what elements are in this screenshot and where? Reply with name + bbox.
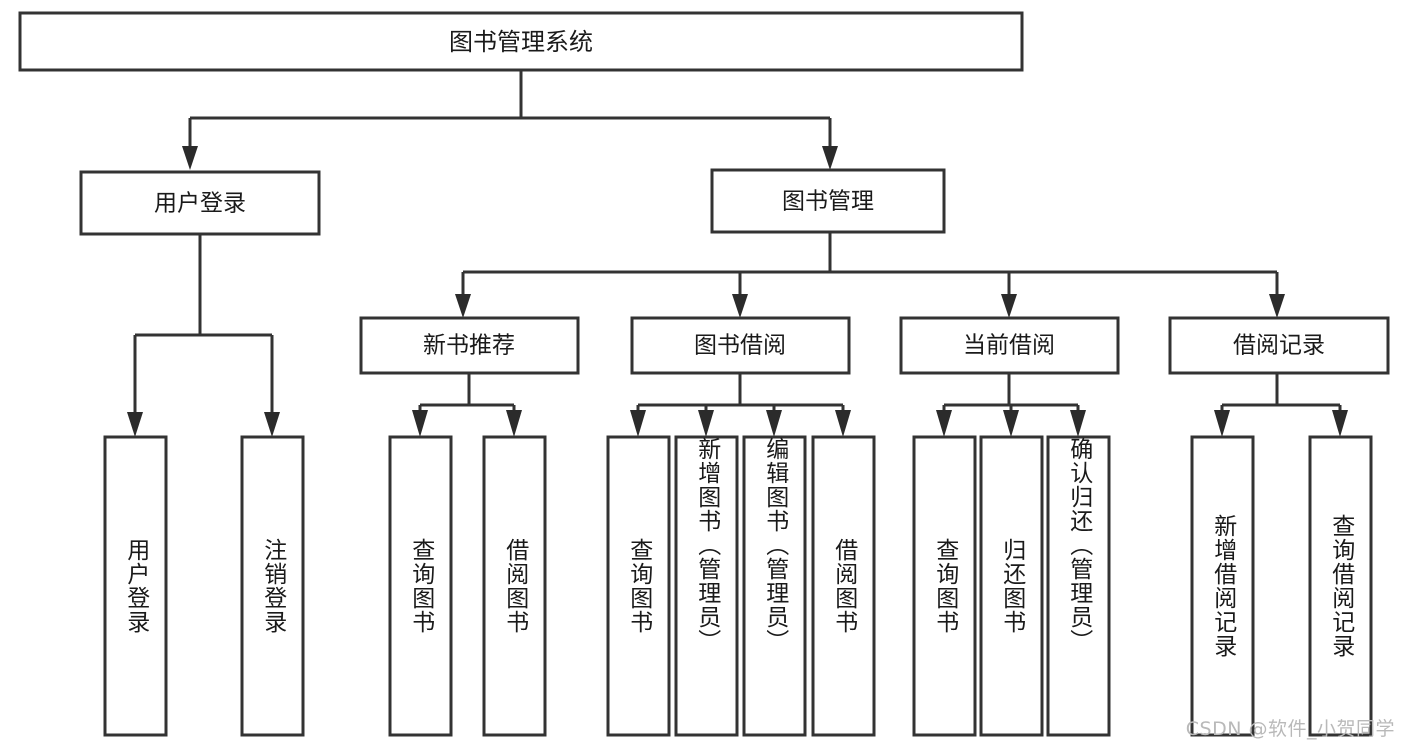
arrow-book-to-n2 xyxy=(732,294,748,318)
arrow-user-leaf2 xyxy=(264,412,280,437)
watermark-label: CSDN @软件_小贺同学 xyxy=(1185,718,1395,740)
leaf-box-br-query-record[interactable] xyxy=(1308,435,1373,737)
node-current-borrow-box[interactable] xyxy=(899,316,1120,375)
arrow-borrow-l1 xyxy=(630,410,646,437)
arrow-current-l2 xyxy=(1003,410,1019,437)
leaf-box-nb-borrow-book[interactable] xyxy=(482,435,547,737)
arrow-record-l1 xyxy=(1214,410,1230,437)
leaf-box-bb-query-book[interactable] xyxy=(606,435,671,737)
arrow-newbook-l1 xyxy=(412,410,428,437)
leaf-box-bb-add-book[interactable] xyxy=(674,435,739,737)
arrow-current-l1 xyxy=(936,410,952,437)
arrow-book-to-n1 xyxy=(455,294,471,318)
node-book-borrow-label: 图书借阅 xyxy=(694,333,786,359)
node-current-borrow-label: 当前借阅 xyxy=(963,333,1055,359)
leaf-box-bb-borrow-book[interactable] xyxy=(811,435,876,737)
leaf-box-cb-query-book[interactable] xyxy=(912,435,977,737)
arrow-newbook-l2 xyxy=(506,410,522,437)
arrow-current-l3 xyxy=(1070,410,1086,437)
leaf-box-br-add-record[interactable] xyxy=(1190,435,1255,737)
connector-group-current-borrow xyxy=(936,373,1086,437)
arrow-book-to-n3 xyxy=(1001,294,1017,318)
connector-group-root xyxy=(182,70,838,170)
node-root-box[interactable] xyxy=(18,11,1024,72)
node-root-label: 图书管理系统 xyxy=(449,28,593,56)
connector-group-borrow-record xyxy=(1214,373,1348,437)
arrow-borrow-l4 xyxy=(835,410,851,437)
connector-group-user-login xyxy=(127,234,280,437)
arrow-root-to-user xyxy=(182,146,198,170)
node-new-book-box[interactable] xyxy=(359,316,580,375)
arrow-user-leaf1 xyxy=(127,412,143,437)
connector-group-new-book xyxy=(412,373,522,437)
arrow-book-to-n4 xyxy=(1269,294,1285,318)
leaf-box-user-login[interactable] xyxy=(103,435,168,737)
node-book-borrow-box[interactable] xyxy=(630,316,851,375)
arrow-root-to-book xyxy=(822,146,838,170)
arrow-record-l2 xyxy=(1332,410,1348,437)
arrow-borrow-l2 xyxy=(698,410,714,437)
connector-group-book-borrow xyxy=(630,373,851,437)
node-user-login-box[interactable] xyxy=(79,170,321,236)
node-book-manage-label: 图书管理 xyxy=(782,189,874,215)
leaf-box-cb-return-book[interactable] xyxy=(979,435,1044,737)
leaf-box-cb-confirm-return[interactable] xyxy=(1046,435,1111,737)
connector-group-book-manage xyxy=(455,232,1285,318)
node-new-book-label: 新书推荐 xyxy=(423,333,515,359)
node-book-manage-box[interactable] xyxy=(710,168,946,234)
node-borrow-record-label: 借阅记录 xyxy=(1233,333,1325,359)
leaf-box-bb-edit-book[interactable] xyxy=(742,435,807,737)
leaf-box-nb-query-book[interactable] xyxy=(388,435,453,737)
node-user-login-label: 用户登录 xyxy=(154,191,246,217)
arrow-borrow-l3 xyxy=(766,410,782,437)
leaf-box-logout[interactable] xyxy=(240,435,305,737)
node-borrow-record-box[interactable] xyxy=(1168,316,1390,375)
